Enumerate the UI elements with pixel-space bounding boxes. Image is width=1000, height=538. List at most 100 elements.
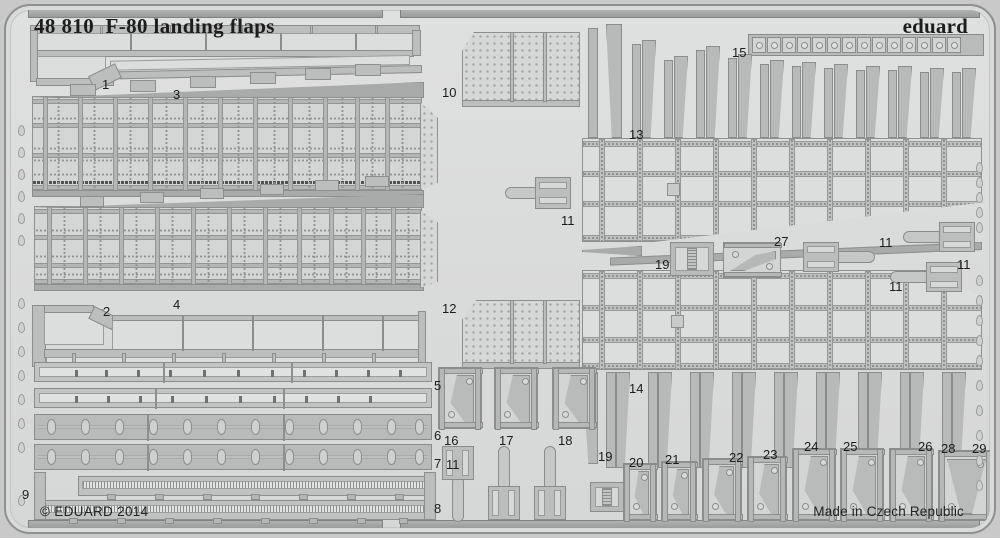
sprue-marker [976,430,983,441]
part-number-1: 1 [102,77,110,92]
part-24 [792,448,837,522]
part-6-louvre-strip [34,414,432,441]
part-number-2: 2 [103,304,111,319]
part-15-cell [916,37,931,53]
part-number-19: 19 [598,449,613,464]
sprue-marker [18,346,25,357]
sprue-marker [18,442,25,453]
frame-rail-bottom-left [28,520,383,528]
sprue-marker [18,147,25,158]
part-5-strip [34,362,432,383]
part-number-20: 20 [629,455,644,470]
frame-right [650,464,656,522]
frame-left [553,368,559,430]
sprue-marker [976,275,983,286]
sprue-marker [976,162,983,173]
sprue-marker [976,405,983,416]
part-number-11: 11 [879,235,893,250]
part-number-12: 12 [442,301,457,316]
frame-right [531,368,537,430]
part-12-perforated-panel [462,300,580,366]
part-5b-strip [34,388,432,409]
part-10-base-bar [462,100,580,107]
part-18 [552,367,597,430]
part-3-tab [250,72,276,84]
sprue-marker [18,370,25,381]
part-14-lattice-panel [582,270,982,370]
country-of-origin: Made in Czech Republic [813,504,964,519]
part-15-cell [946,37,961,53]
part-number-17: 17 [499,433,514,448]
frame-right [735,459,741,522]
sprue-marker [976,480,983,491]
sprue-rail-point [582,246,642,256]
part-10-perforated-panel [462,32,580,104]
part-15-cell [856,37,871,53]
part-15-cell [751,37,766,53]
part-8-comb-strip [78,476,434,500]
part-4-tab [140,192,164,203]
part-15-cell-strip [748,34,984,56]
sprue-marker [18,235,25,246]
part-12-rib [543,300,547,364]
part-4-tab [260,184,284,195]
mounting-hole [580,378,587,385]
part-number-22: 22 [729,450,744,465]
part-3-bottom-bar [32,190,424,197]
part-10-rib [510,32,514,102]
mounting-hole [868,459,875,466]
part-number-11: 11 [446,457,460,472]
part-3-trailing-wedge [420,102,438,190]
part-5-channel [39,367,427,377]
part-number-3: 3 [173,87,181,102]
part-4-tab [80,196,104,207]
frame-right [475,368,481,430]
part-13-small-square [667,183,680,196]
part-number-5: 5 [434,378,442,393]
frame-right [589,368,595,430]
frame-right [926,449,932,522]
part-number-29: 29 [972,441,987,456]
frame-right [877,449,883,522]
part-3-tab [305,68,331,80]
part-number-11: 11 [561,213,575,228]
mounting-hole [820,459,827,466]
frame-left [890,449,896,522]
frame-left [841,449,847,522]
brand-logo: eduard [902,14,968,38]
part-27-detail [723,242,782,278]
mounting-hole [948,503,955,510]
part-15-cell [766,37,781,53]
part-number-28: 28 [941,441,956,456]
frame-left [624,464,630,522]
sprue-marker [976,192,983,203]
part-number-6: 6 [434,428,442,443]
sprue-marker [976,355,983,366]
sprue-marker [18,394,25,405]
kit-title: F-80 landing flaps [105,14,275,38]
frame-right [829,449,835,522]
part-15-cell [796,37,811,53]
part-14-small-square [671,315,684,328]
part-number-21: 21 [665,452,680,467]
sprue-marker [18,418,25,429]
sprue-marker [976,207,983,218]
part-16 [438,367,483,430]
sprue-marker [976,222,983,233]
part-15-cell [931,37,946,53]
sprue-marker [18,169,25,180]
part-10-rib [543,32,547,102]
part-number-4: 4 [173,297,181,312]
mounting-hole [466,378,473,385]
part-number-8: 8 [434,501,442,516]
mounting-hole [522,378,529,385]
fret-surface: 48 810 F-80 landing flaps eduard © EDUAR… [10,10,990,528]
part-20 [623,463,658,522]
mounting-hole [671,503,678,510]
part-22 [702,458,743,522]
frame-rail-top-left [28,10,383,18]
part-4-tab [365,176,389,187]
part-8-end-post [424,472,436,520]
part-number-13: 13 [629,127,644,142]
